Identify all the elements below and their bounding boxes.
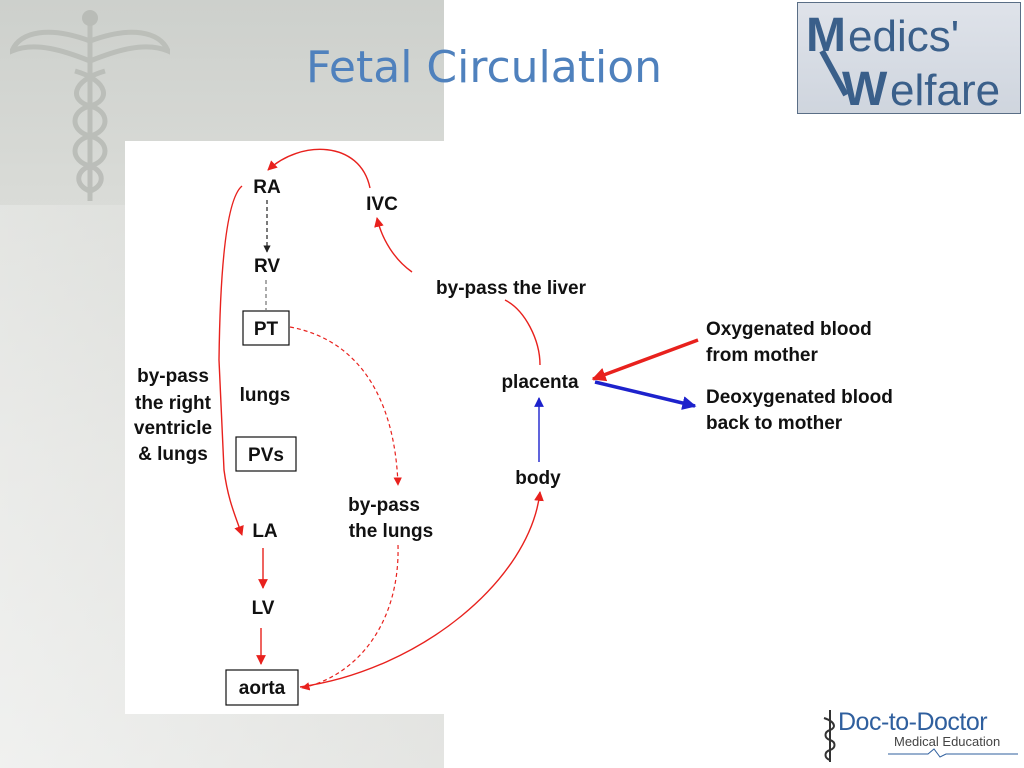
doc-to-doctor-text: Doc-to-Doctor xyxy=(838,708,988,736)
fetal-circulation-diagram xyxy=(125,141,444,714)
node-body: body xyxy=(515,468,561,489)
label-oxygenated-1: Oxygenated blood xyxy=(706,319,872,340)
diagram-card xyxy=(125,141,444,714)
medical-education-text: Medical Education xyxy=(894,734,1001,749)
svg-text:edics': edics' xyxy=(848,12,959,61)
snake-staff-icon xyxy=(823,710,836,762)
svg-text:elfare: elfare xyxy=(890,66,1000,115)
node-placenta: placenta xyxy=(501,372,579,393)
edge-deoxygenated-to-mother xyxy=(594,380,697,410)
label-oxygenated-2: from mother xyxy=(706,345,819,366)
label-deoxygenated-2: back to mother xyxy=(706,413,843,434)
svg-text:W: W xyxy=(842,63,888,115)
edge-oxygenated-from-mother xyxy=(591,338,699,382)
heartbeat-line-icon xyxy=(888,748,1018,758)
caduceus-watermark-icon xyxy=(10,10,170,201)
label-deoxygenated-1: Deoxygenated blood xyxy=(706,387,893,408)
slide-title: Fetal Circulation xyxy=(306,42,663,93)
medics-welfare-logo: M edics' W elfare xyxy=(797,2,1021,115)
doc-to-doctor-logo: Doc-to-Doctor Medical Education xyxy=(818,706,1022,764)
edge-placenta-to-ivc xyxy=(504,299,541,366)
label-bypass-liver: by-pass the liver xyxy=(436,278,587,299)
